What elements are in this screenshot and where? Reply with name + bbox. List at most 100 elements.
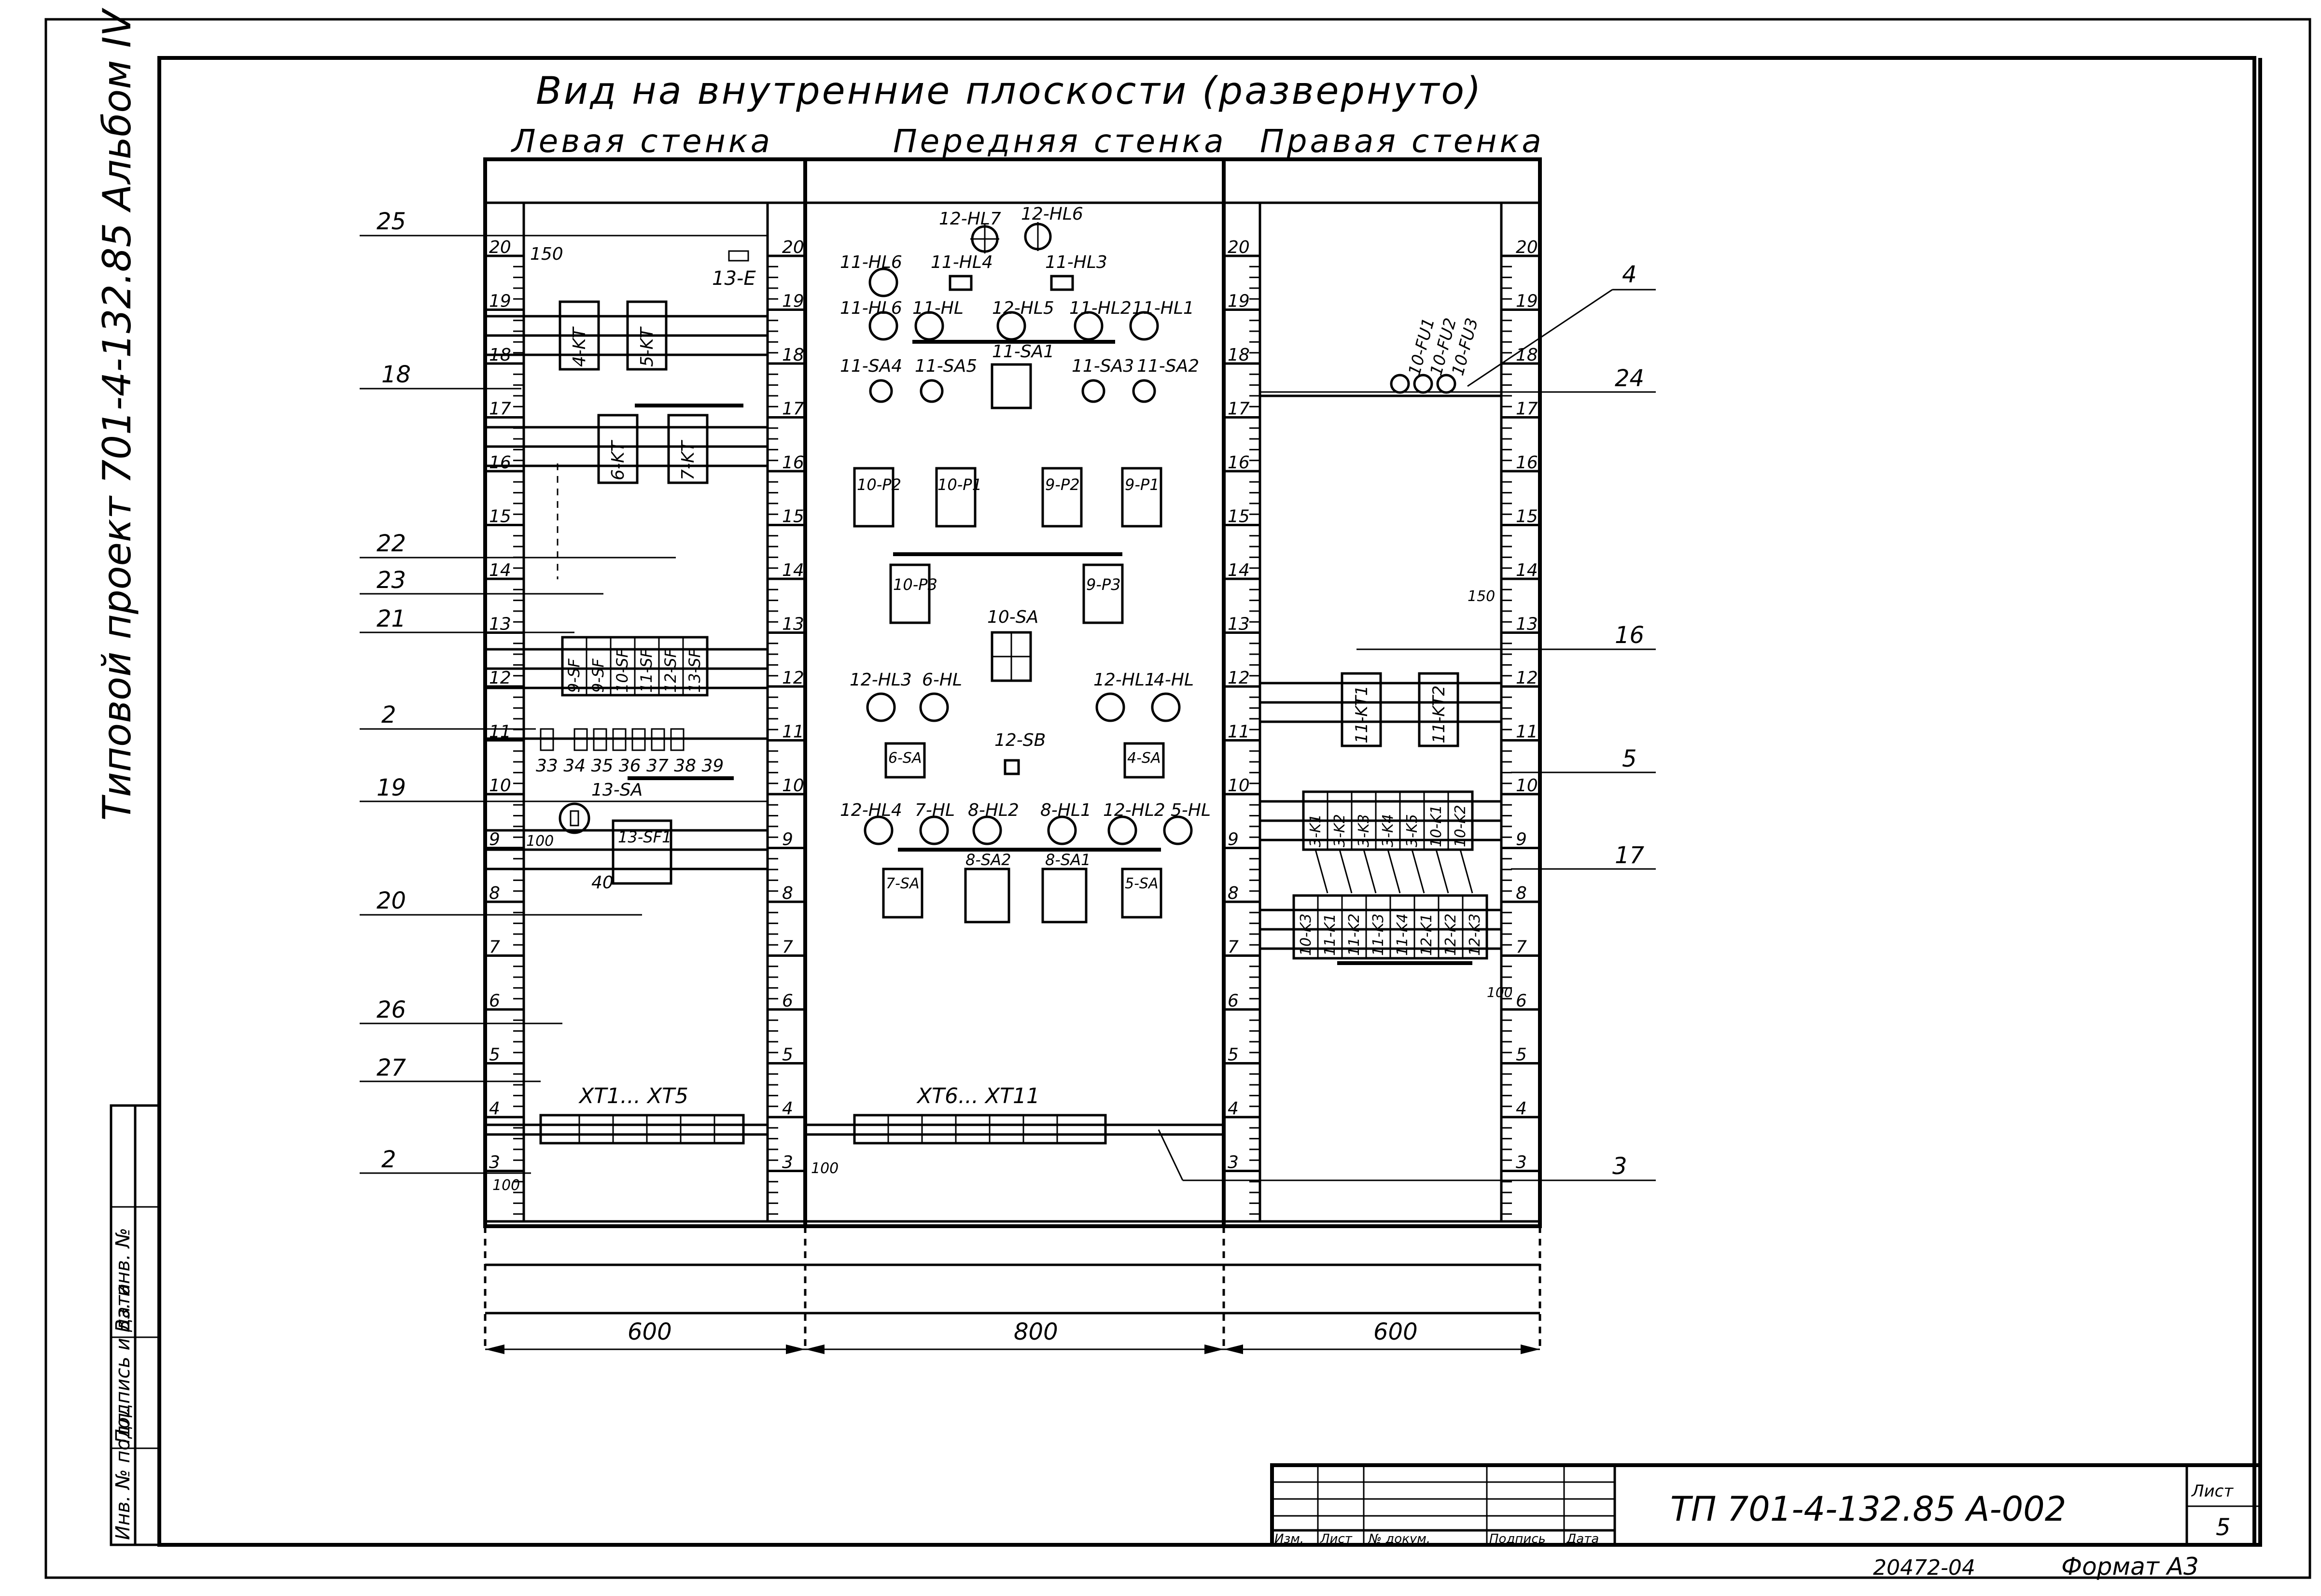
relay-7-KT <box>667 414 709 484</box>
svg-text:22: 22 <box>377 530 406 557</box>
svg-text:3: 3 <box>1612 1153 1627 1180</box>
scale-label: 6 <box>1516 991 1527 1011</box>
svg-text:11-HL1: 11-HL1 <box>1132 298 1194 318</box>
svg-text:3-K5: 3-K5 <box>1404 814 1421 847</box>
dim-left: 600 <box>628 1318 672 1345</box>
svg-text:21: 21 <box>377 605 406 632</box>
svg-text:3-K2: 3-K2 <box>1331 814 1348 847</box>
scale-label: 5 <box>782 1045 793 1065</box>
scale-label: 5 <box>489 1045 500 1065</box>
scale-label: 8 <box>1516 883 1527 903</box>
svg-text:5-SA: 5-SA <box>1125 875 1158 892</box>
wall-label-left: Левая стенка <box>511 123 773 160</box>
svg-text:6-SA: 6-SA <box>888 750 922 767</box>
terminal-blocks-33-39: 33 34 35 36 37 38 39 <box>536 728 724 776</box>
svg-text:150: 150 <box>530 244 563 264</box>
scale-label: 11 <box>782 722 804 742</box>
svg-text:7-SA: 7-SA <box>886 875 919 892</box>
svg-text:3-K4: 3-K4 <box>1380 814 1397 847</box>
scale-label: 5 <box>1228 1045 1239 1065</box>
svg-text:150: 150 <box>1468 588 1495 605</box>
scale-label: 10 <box>1228 776 1250 796</box>
svg-text:5-KT: 5-KT <box>637 326 657 367</box>
scale-label: 3 <box>1228 1153 1239 1173</box>
svg-text:23: 23 <box>377 567 406 594</box>
svg-text:100: 100 <box>526 833 554 850</box>
svg-text:13-SF1: 13-SF1 <box>618 828 671 846</box>
svg-text:27: 27 <box>377 1054 406 1081</box>
svg-text:10-K2: 10-K2 <box>1452 805 1469 847</box>
relay-11-KT2 <box>1418 672 1459 747</box>
svg-text:11-HL6: 11-HL6 <box>840 252 902 272</box>
scale-label: 19 <box>1516 292 1538 311</box>
svg-text:10-K3: 10-K3 <box>1298 913 1314 956</box>
svg-text:Лист: Лист <box>1320 1532 1353 1546</box>
svg-text:Подпись: Подпись <box>1489 1532 1546 1546</box>
scale-label: 20 <box>1228 238 1250 257</box>
svg-text:11-SA4: 11-SA4 <box>840 356 902 376</box>
svg-text:13-E: 13-E <box>712 267 756 290</box>
svg-text:Лист: Лист <box>2191 1482 2234 1501</box>
svg-text:33 34 35 36 37 38 39: 33 34 35 36 37 38 39 <box>536 756 724 776</box>
scale-ladders: 2019181716151413121110987654320191817161… <box>485 238 1540 1215</box>
wall-label-front: Передняя стенка <box>893 123 1227 160</box>
svg-text:11-SA5: 11-SA5 <box>915 356 977 376</box>
svg-text:6-KT: 6-KT <box>608 439 628 480</box>
svg-text:12-HL6: 12-HL6 <box>1021 204 1083 224</box>
scale-label: 12 <box>1516 668 1538 688</box>
scale-label: 3 <box>1516 1153 1527 1173</box>
scale-label: 14 <box>782 560 804 580</box>
relay-6-KT <box>597 414 639 484</box>
svg-text:XT1... XT5: XT1... XT5 <box>578 1084 688 1108</box>
svg-text:10-K1: 10-K1 <box>1428 805 1445 847</box>
left-wall-components: 150 13-E 4-KT 5-KT 6-KT 7-KT 9-SF 9 <box>485 244 768 1194</box>
scale-label: 19 <box>489 292 511 311</box>
scale-label: 9 <box>1228 830 1239 850</box>
scale-label: 13 <box>1228 615 1250 634</box>
scale-label: 9 <box>489 830 500 850</box>
svg-text:12-HL1: 12-HL1 <box>1093 670 1156 690</box>
scale-label: 17 <box>489 399 511 419</box>
svg-text:100: 100 <box>811 1160 839 1177</box>
scale-label: 18 <box>1228 345 1250 365</box>
scale-label: 4 <box>1228 1099 1239 1119</box>
svg-text:11-KT2: 11-KT2 <box>1429 686 1449 743</box>
svg-text:10-SF: 10-SF <box>613 648 631 693</box>
dim-front: 800 <box>1014 1318 1058 1345</box>
scale-label: 13 <box>782 615 804 634</box>
dimension-lines: 600 800 600 <box>485 1318 1540 1354</box>
switch-13-SA <box>559 802 590 834</box>
wall-label-right: Правая стенка <box>1260 123 1544 160</box>
svg-text:Инв. № подл.: Инв. № подл. <box>112 1407 134 1540</box>
svg-text:11-K3: 11-K3 <box>1370 913 1387 956</box>
scale-label: 8 <box>1228 883 1239 903</box>
relay-4-KT <box>559 300 600 371</box>
drawing-frame <box>157 56 2256 1547</box>
scale-label: 7 <box>1228 938 1239 957</box>
scale-label: 9 <box>782 830 793 850</box>
scale-label: 6 <box>1228 991 1239 1011</box>
side-stamp-block: Инв. № подл. Подпись и дата Вз. инв. № <box>110 1104 161 1546</box>
svg-text:9-P1: 9-P1 <box>1125 476 1160 494</box>
scale-label: 18 <box>782 345 804 365</box>
svg-text:11-HL3: 11-HL3 <box>1045 252 1107 272</box>
scale-label: 12 <box>782 668 804 688</box>
scale-label: 4 <box>489 1099 500 1119</box>
terminal-rail-XT1-XT5 <box>539 1114 745 1145</box>
scale-label: 8 <box>489 883 500 903</box>
svg-text:2: 2 <box>381 1146 396 1173</box>
svg-text:9-SF: 9-SF <box>565 658 583 693</box>
svg-text:3-K1: 3-K1 <box>1307 814 1324 847</box>
svg-text:10-SA: 10-SA <box>987 607 1038 627</box>
scale-label: 11 <box>1516 722 1538 742</box>
main-title: Вид на внутренние плоскости (развернуто) <box>536 70 1483 113</box>
scale-label: 7 <box>1516 938 1527 957</box>
svg-text:8-SA1: 8-SA1 <box>1045 851 1091 869</box>
scale-label: 4 <box>1516 1099 1527 1119</box>
scale-label: 14 <box>1228 560 1250 580</box>
svg-text:12-K2: 12-K2 <box>1442 913 1459 956</box>
svg-text:12-K3: 12-K3 <box>1467 913 1483 956</box>
svg-text:Подпись и дата: Подпись и дата <box>112 1284 134 1443</box>
sheet-number: 5 <box>2216 1514 2231 1541</box>
svg-text:11-SA3: 11-SA3 <box>1072 356 1134 376</box>
